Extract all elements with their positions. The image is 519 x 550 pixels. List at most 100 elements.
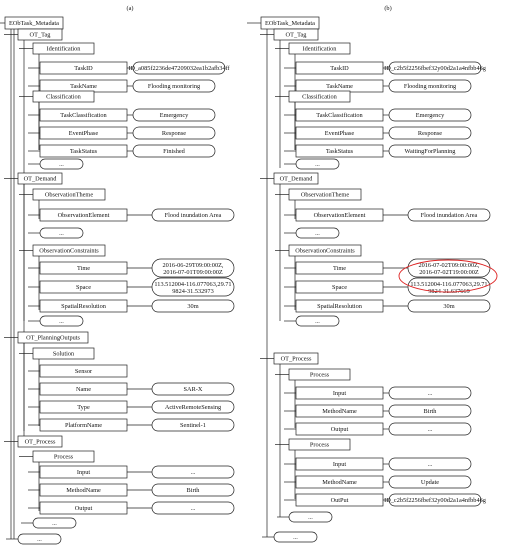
value-text: Response (162, 130, 186, 137)
tree-panel-b: EObTask_MetadataOT_TagIdentificationTask… (247, 16, 498, 543)
value-pill (151, 400, 235, 414)
value-pill (388, 457, 472, 471)
value-text: ActiveRemoteSensing (165, 404, 222, 411)
ellipsis-text: ... (308, 514, 313, 521)
ellipsis-pill (32, 517, 77, 529)
node-label: OT_Demand (24, 176, 58, 183)
node-box (32, 450, 95, 463)
value-text: SAR-X (184, 386, 203, 393)
value-text: Flooding monitoring (148, 83, 201, 90)
ellipsis-text: ... (293, 534, 298, 541)
node-label: OutPut (331, 497, 349, 504)
node-label: Type (77, 404, 90, 411)
ellipsis-node: ... (284, 158, 340, 170)
node-label: Input (333, 390, 347, 397)
node-input: Input... (28, 465, 235, 479)
node-label: Process (310, 442, 330, 449)
value-pill (132, 126, 216, 140)
node-label: EventPhase (325, 130, 355, 137)
node-label: SpatialResolution (61, 303, 107, 310)
node-label: ObservationConstraints (39, 248, 99, 255)
node-label: Classification (302, 94, 337, 101)
value-pill (388, 475, 472, 489)
value-pill (151, 299, 235, 313)
node-observationconstraints: ObservationConstraints (275, 244, 362, 257)
value-text: ... (428, 426, 433, 433)
value-text: 113.512004-116.077063,29.71 (410, 281, 487, 288)
node-box (273, 352, 319, 365)
ellipsis-pill (273, 531, 318, 543)
node-label: Space (76, 284, 91, 291)
node-ot-planningoutputs: OT_PlanningOutputs (4, 331, 89, 344)
value-pill (388, 79, 472, 93)
node-box (32, 42, 95, 55)
node-label: PlatformName (65, 422, 102, 429)
node-ot-tag: OT_Tag (260, 28, 319, 41)
node-process: Process (275, 438, 351, 451)
node-label: OT_Tag (286, 32, 308, 39)
node-label: OT_Process (25, 439, 56, 446)
value-pill (151, 208, 235, 222)
ellipsis-text: ... (52, 520, 57, 527)
node-label: OT_Demand (280, 176, 314, 183)
value-text: Sentinel-1 (180, 422, 206, 429)
node-label: OT_Process (281, 356, 312, 363)
node-eobtask-metadata: EObTask_Metadata (0, 16, 64, 30)
value-text: 2016-06-29T09:00:00Z, (162, 262, 223, 269)
node-label: Time (77, 265, 90, 272)
node-label: Classification (46, 94, 81, 101)
ellipsis-text: ... (59, 318, 64, 325)
value-text: Finished (163, 148, 186, 155)
value-pill (151, 418, 235, 432)
node-box (32, 347, 95, 360)
value-pill (151, 258, 235, 278)
node-label: TaskClassification (60, 112, 107, 119)
ellipsis-node: ... (28, 315, 84, 327)
node-box (17, 435, 63, 448)
node-output: Output... (284, 422, 472, 436)
node-label: Space (332, 284, 347, 291)
node-box (288, 438, 351, 451)
value-pill (388, 422, 472, 436)
node-identification: Identification (275, 42, 351, 55)
node-spatialresolution: SpatialResolution 30m (28, 299, 235, 313)
value-pill (132, 79, 216, 93)
node-box (288, 188, 362, 201)
node-label: ObservationElement (314, 212, 366, 219)
node-ot-process: OT_Process (260, 352, 319, 365)
node-process: Process (19, 450, 95, 463)
node-box (17, 331, 89, 344)
value-text: Flood inundation Area (421, 212, 478, 219)
node-label: MethodName (66, 487, 101, 494)
ellipsis-text: ... (315, 161, 320, 168)
value-text: WaitingForPlanning (405, 148, 457, 155)
node-label: ObservationTheme (45, 192, 93, 199)
node-sensor: Sensor (28, 364, 128, 378)
ellipsis-node: ... (21, 517, 77, 529)
panel-a-label: (a) (127, 5, 134, 12)
value-text: 30m (187, 303, 198, 310)
node-label: Input (77, 469, 91, 476)
ellipsis-text: ... (315, 230, 320, 237)
node-process: Process (275, 368, 351, 381)
value-text: 2016-07-02T09:00:00Z, (418, 262, 479, 269)
node-label: TaskID (74, 65, 93, 72)
node-label: EObTask_Metadata (9, 20, 59, 27)
node-label: EventPhase (69, 130, 99, 137)
value-text-line2: 9824-31.532973 (172, 288, 213, 295)
node-box (17, 28, 63, 41)
node-solution: Solution (19, 347, 95, 360)
